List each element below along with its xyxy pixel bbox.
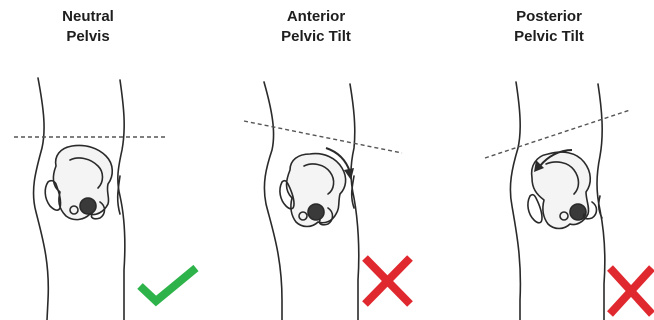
sacrum (528, 195, 542, 223)
check-icon (140, 268, 196, 301)
pelvic-tilt-line (244, 121, 402, 153)
body-outline-back (510, 82, 520, 320)
posterior-tilt-illustration (510, 82, 604, 320)
femoral-head (308, 204, 324, 220)
pelvic-tilt-line (485, 110, 630, 158)
body-outline-front (118, 80, 125, 320)
anterior-tilt-illustration (264, 82, 359, 320)
cross-icon (365, 258, 410, 304)
femoral-head (80, 198, 96, 214)
neutral-pelvis-illustration (34, 78, 125, 320)
cross-icon (610, 268, 652, 314)
body-outline-front (350, 84, 359, 320)
body-outline-back (264, 82, 282, 320)
